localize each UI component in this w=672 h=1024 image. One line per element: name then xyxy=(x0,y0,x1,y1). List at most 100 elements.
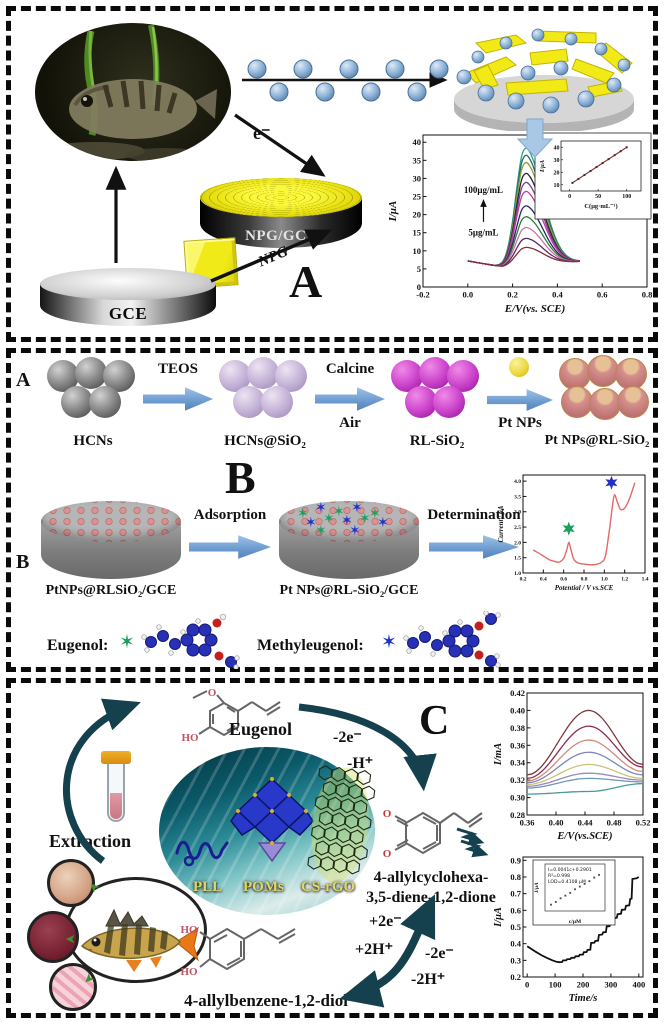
eugenol-molecule-model xyxy=(141,613,240,669)
gce-disk-label: GCE xyxy=(108,303,148,323)
extraction-label: Extraction xyxy=(49,831,131,851)
pt-nps-arrow xyxy=(487,389,553,411)
minus-2e-top-label: -2e⁻ xyxy=(333,729,362,746)
y-tick-label: 5 xyxy=(417,264,421,274)
panel-b-letter: B xyxy=(225,452,256,503)
rgo-hexagon xyxy=(357,815,372,831)
npg-gce-disk-label: NPG/GCE xyxy=(245,228,317,245)
eugenol-legend-label: Eugenol: xyxy=(47,637,109,654)
x-tick-label: 0 xyxy=(525,980,529,990)
y-tick-label: 0.36 xyxy=(510,740,525,750)
y-tick-label: 25 xyxy=(413,191,422,201)
inset-equation: I=0.0041c+0.2901 xyxy=(548,867,592,873)
diol-ho2-label: HO xyxy=(180,966,198,978)
x-tick-label: 0.2 xyxy=(507,290,518,300)
rgo-hexagon xyxy=(361,785,376,801)
rgo-hexagon xyxy=(331,766,346,782)
rl-sio2-spheres xyxy=(391,357,483,421)
inset-r-squared: R²=0.998 xyxy=(548,873,570,879)
rgo-hexagon xyxy=(318,810,333,826)
it-curve xyxy=(526,876,640,964)
eugenol-star-icon: ✶ xyxy=(315,523,327,539)
adsorption-arrow xyxy=(189,535,271,559)
x-tick-label: 0.40 xyxy=(549,818,564,828)
dpv-curve xyxy=(526,709,644,776)
methyleugenol-star-icon: ✶ xyxy=(341,513,353,529)
inset-point xyxy=(593,876,596,879)
teos-arrow xyxy=(143,387,213,411)
conc-high-annotation: 100μg/mL xyxy=(464,185,503,195)
inset-point xyxy=(564,894,567,897)
x-axis-label: Time/s xyxy=(569,993,598,1004)
hcns-spheres xyxy=(47,357,139,421)
y-tick-label: 30 xyxy=(413,173,422,183)
y-tick-label: 0.38 xyxy=(510,723,525,733)
dpv-curve xyxy=(526,782,644,795)
methyleugenol-star-icon: ✶ xyxy=(305,515,317,531)
eugenol-star-icon: ✶ xyxy=(323,511,335,527)
pt-nps-rl-sio2-spheres xyxy=(559,355,651,420)
methyleugenol-molecule-model xyxy=(403,611,501,668)
pt-nps-arrow-label: Pt NPs xyxy=(498,415,542,431)
inset-point xyxy=(583,882,586,885)
minus-h-top-label: -H⁺ xyxy=(347,755,374,772)
redox-cycle-arrow xyxy=(339,894,436,1008)
teos-arrow-label: TEOS xyxy=(157,361,199,377)
y-tick-label: 0.7 xyxy=(510,889,521,899)
pll-squiggle xyxy=(175,840,229,867)
tube-liquid xyxy=(110,793,122,819)
npg-modification-arrow xyxy=(210,229,333,283)
inset-y-label: I/μA xyxy=(539,159,546,173)
inset-point xyxy=(554,901,557,903)
rgo-hexagon xyxy=(340,798,355,814)
pt-nps-rl-sio2-label: Pt NPs@RL-SiO₂ xyxy=(544,433,650,448)
inset-y-tick: 30 xyxy=(554,158,560,164)
extract-to-eugenol-arrow xyxy=(62,698,141,864)
quinone-name-line1: 4-allylcyclohexa- xyxy=(373,869,489,886)
panel-a-arrows xyxy=(105,113,554,283)
rgo-hexagon xyxy=(353,799,368,815)
star-marker xyxy=(605,475,618,490)
inset-point xyxy=(559,897,562,900)
x-tick-label: 0.8 xyxy=(581,577,588,583)
x-tick-label: 0.6 xyxy=(597,290,608,300)
dpv-curve xyxy=(526,739,644,782)
cs-rgo-sheet xyxy=(307,765,376,883)
rgo-hexagon xyxy=(328,842,343,858)
rgo-hexagon xyxy=(307,854,322,870)
x-tick-label: 0.0 xyxy=(462,290,473,300)
quinone-o1-label: O xyxy=(383,808,392,820)
pt-np-sphere xyxy=(509,357,529,377)
extraction-tube xyxy=(101,751,131,827)
methyleugenol-star-icon: ✶ xyxy=(315,500,327,516)
adsorption-arrow-label: Adsorption xyxy=(193,507,267,523)
inset-x-tick: 50 xyxy=(595,194,601,200)
y-tick-label: 1.5 xyxy=(514,556,521,562)
diol-ho1-label: HO xyxy=(180,924,198,936)
y-axis-label: I/μA xyxy=(387,201,399,223)
axes-frame xyxy=(522,474,646,574)
x-tick-label: 300 xyxy=(605,980,618,990)
pll-label: PLL xyxy=(193,879,223,895)
adsorbed-analyte-stars: ✶✶✶✶✶✶✶✶✶✶✶✶ xyxy=(293,500,405,539)
x-axis-label: E/V(vs. SCE) xyxy=(504,303,566,315)
rgo-hexagon xyxy=(322,780,337,797)
rgo-hexagon xyxy=(310,824,326,840)
inset-point xyxy=(574,888,576,891)
panel-c-arrows xyxy=(62,698,489,1008)
inset-x-label: C(μg·mL⁻¹) xyxy=(584,203,617,210)
x-tick-label: 0.52 xyxy=(636,818,651,828)
lightning-icon xyxy=(460,839,489,858)
x-axis-label: Potential / V vs.SCE xyxy=(555,584,614,592)
rgo-hexagon xyxy=(333,857,348,873)
y-tick-label: 0.2 xyxy=(510,972,521,982)
hcns-sio2-label: HCNs@SiO₂ xyxy=(224,433,306,449)
lightning-icon xyxy=(456,827,485,846)
fish-photo-art xyxy=(45,24,217,161)
star-marker xyxy=(562,521,575,536)
